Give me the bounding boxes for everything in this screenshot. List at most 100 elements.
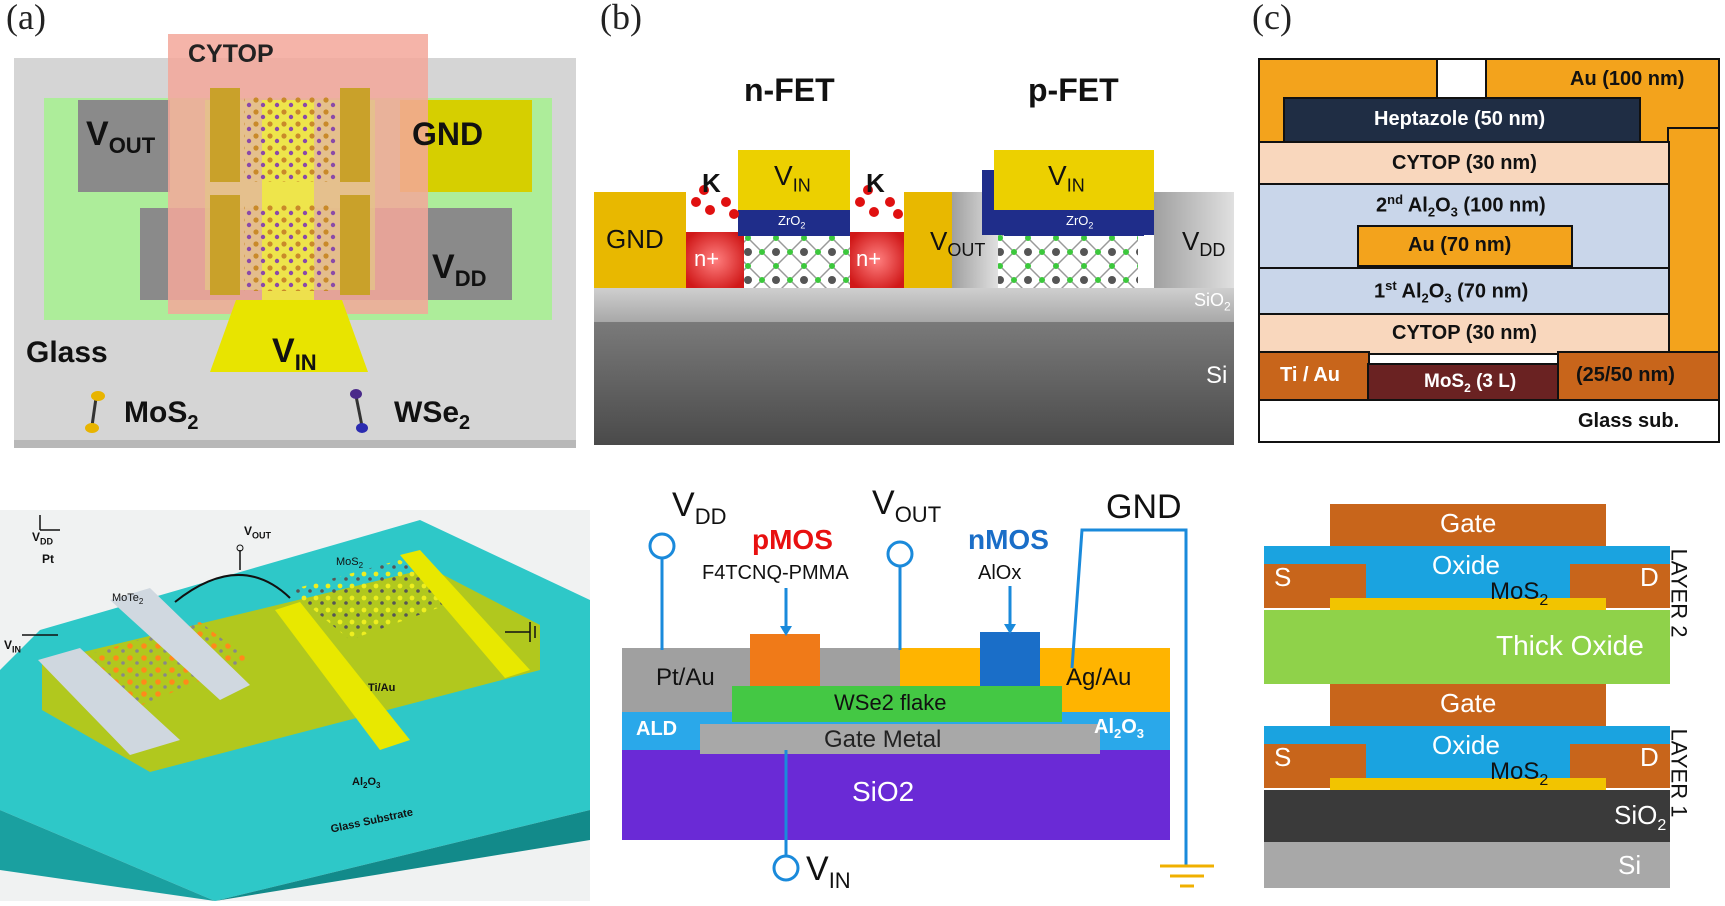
gnd-label: GND xyxy=(412,116,483,152)
wse2-legend-icon xyxy=(350,389,368,433)
cytop-2-label: CYTOP (30 nm) xyxy=(1392,322,1537,344)
gnd-label: GND xyxy=(606,224,664,254)
mos2-lattice xyxy=(244,96,336,182)
svg-text:WSe2: WSe2 xyxy=(394,396,470,434)
oxide-2-label: Oxide xyxy=(1432,550,1500,580)
si-substrate xyxy=(594,322,1234,445)
nfet-label: n-FET xyxy=(744,72,835,108)
gate-1 xyxy=(1330,684,1606,726)
wse2-flake xyxy=(732,686,1062,722)
al2o3-2nd-label: 2nd Al2O3 (100 nm) xyxy=(1376,192,1546,220)
mos2-label: MoS xyxy=(336,556,359,568)
zro2-n-label: ZrO xyxy=(778,213,801,228)
al2o3-2nd-thick: (100 nm) xyxy=(1457,194,1546,217)
panel-c-bottom: Gate S Oxide D MoS2 Thick Oxide Gate S O… xyxy=(1264,500,1722,890)
panel-c-top-diagram xyxy=(1258,58,1720,443)
mos2-text: MoS xyxy=(1424,371,1465,392)
mos2-1-sub: 2 xyxy=(1539,771,1549,789)
panel-b-bottom: VDD pMOS VOUT nMOS GND F4TCNQ-PMMA AlOx … xyxy=(610,484,1230,901)
au70-label: Au (70 nm) xyxy=(1408,234,1512,256)
mos2-legend-icon xyxy=(85,391,105,433)
f4tcnq-label: F4TCNQ-PMMA xyxy=(702,562,849,584)
cytop-layer-1 xyxy=(1258,141,1670,185)
glass-sub-label: Glass sub. xyxy=(1578,410,1680,432)
vout-label: V xyxy=(86,115,109,153)
wse2-lattice xyxy=(244,205,336,291)
si-layer xyxy=(1264,842,1670,888)
zro2-p-label: ZrO xyxy=(1066,213,1089,228)
glass-sub-layer xyxy=(1258,399,1720,443)
al2o3-1st-num: 1 xyxy=(1374,280,1386,303)
ptau-label: Pt/Au xyxy=(656,664,715,691)
mote2-label: MoTe xyxy=(112,592,139,604)
tiau-label: Ti / Au xyxy=(1280,364,1340,386)
layer2-label: LAYER 2 xyxy=(1666,548,1692,638)
vin-pad xyxy=(210,300,368,372)
nplus-label-2: n+ xyxy=(856,246,882,271)
panel-label-a: (a) xyxy=(6,0,46,37)
mos2-sub: 2 xyxy=(358,561,364,571)
vdd-label: V xyxy=(34,510,43,511)
sio2-label: SiO2 xyxy=(852,776,915,807)
gate-metal xyxy=(700,724,1100,754)
sio2-block xyxy=(622,750,1170,840)
svg-text:VOUT: VOUT xyxy=(86,115,156,158)
f4tcnq-layer xyxy=(750,634,820,688)
al2o3-label: Al xyxy=(352,776,363,788)
si-label: Si xyxy=(1206,362,1228,389)
svg-text:VIN: VIN xyxy=(272,332,317,375)
vin-gate-p xyxy=(994,150,1154,210)
cytop-1-label: CYTOP (30 nm) xyxy=(1392,152,1537,174)
sio2-layer xyxy=(1264,790,1670,842)
wse2-legend-sub: 2 xyxy=(459,412,470,434)
mos2-channel xyxy=(290,560,460,640)
a-vin-sub: IN xyxy=(12,644,22,655)
wse2-legend-label: WSe xyxy=(394,396,459,429)
gate-2 xyxy=(1330,504,1606,546)
si-label: Si xyxy=(1618,850,1642,880)
layer1-label: LAYER 1 xyxy=(1666,728,1692,818)
gnd-label: GND xyxy=(1106,488,1182,526)
pmos-label: pMOS xyxy=(752,524,833,555)
pfet-label: p-FET xyxy=(1028,72,1119,108)
al2o3-1st-sub3: 3 xyxy=(1444,290,1452,306)
vout-sub: OUT xyxy=(947,240,986,261)
drain-2-label: D xyxy=(1640,562,1659,592)
al2o3-sub-c: 3 xyxy=(376,781,381,791)
vdd-sub: DD xyxy=(455,266,487,291)
sio2-layer xyxy=(594,288,1234,322)
vdd-sub: DD xyxy=(1199,240,1226,261)
panel-a-top-diagram: CYTOP VOUT GND VDD Glass VIN MoS2 WSe2 xyxy=(14,34,576,448)
vin-sub: IN xyxy=(828,867,851,893)
vin-label: V xyxy=(272,332,295,370)
panel-b-bottom-diagram xyxy=(622,528,1214,888)
cytop-layer-2 xyxy=(1258,313,1670,355)
sio2-label: SiO xyxy=(1614,800,1658,830)
al2o3-1st-al: Al xyxy=(1396,280,1422,303)
al2o3-layer xyxy=(42,568,540,772)
panel-label-c: (c) xyxy=(1252,0,1292,37)
zro2-n-sub: 2 xyxy=(800,220,806,231)
middle-contact-gray xyxy=(820,648,900,688)
panel-c-top: Au (100 nm) Heptazole (50 nm) CYTOP (30 … xyxy=(1258,58,1723,444)
panel-b-top-diagram xyxy=(594,150,1234,445)
agau-label: Ag/Au xyxy=(1066,664,1132,691)
al2o3-1st-layer xyxy=(1258,267,1670,315)
al2o3-2nd-al: Al xyxy=(1403,194,1428,217)
mos2-legend-label: MoS xyxy=(124,396,187,429)
mos2-label: MoS2 (3 L) xyxy=(1424,371,1516,395)
mos2-sub: 2 xyxy=(1464,380,1471,395)
vout-sub: OUT xyxy=(894,501,942,527)
al2o3-1st-thick: (70 nm) xyxy=(1451,280,1529,303)
al2o3-2nd-num: 2 xyxy=(1376,194,1388,217)
source-1-label: S xyxy=(1274,742,1292,772)
mos2-1-label: MoS xyxy=(1490,758,1540,785)
k-dopants-1 xyxy=(691,185,739,219)
drain-1-label: D xyxy=(1640,742,1659,772)
thickness-label: (25/50 nm) xyxy=(1576,364,1675,386)
al2o3-1st-sup: st xyxy=(1385,278,1397,293)
vdd-label: V xyxy=(672,486,695,524)
ptau-contact xyxy=(622,648,750,712)
sio2-sub: 2 xyxy=(1224,299,1231,314)
vout-contact xyxy=(904,192,952,288)
